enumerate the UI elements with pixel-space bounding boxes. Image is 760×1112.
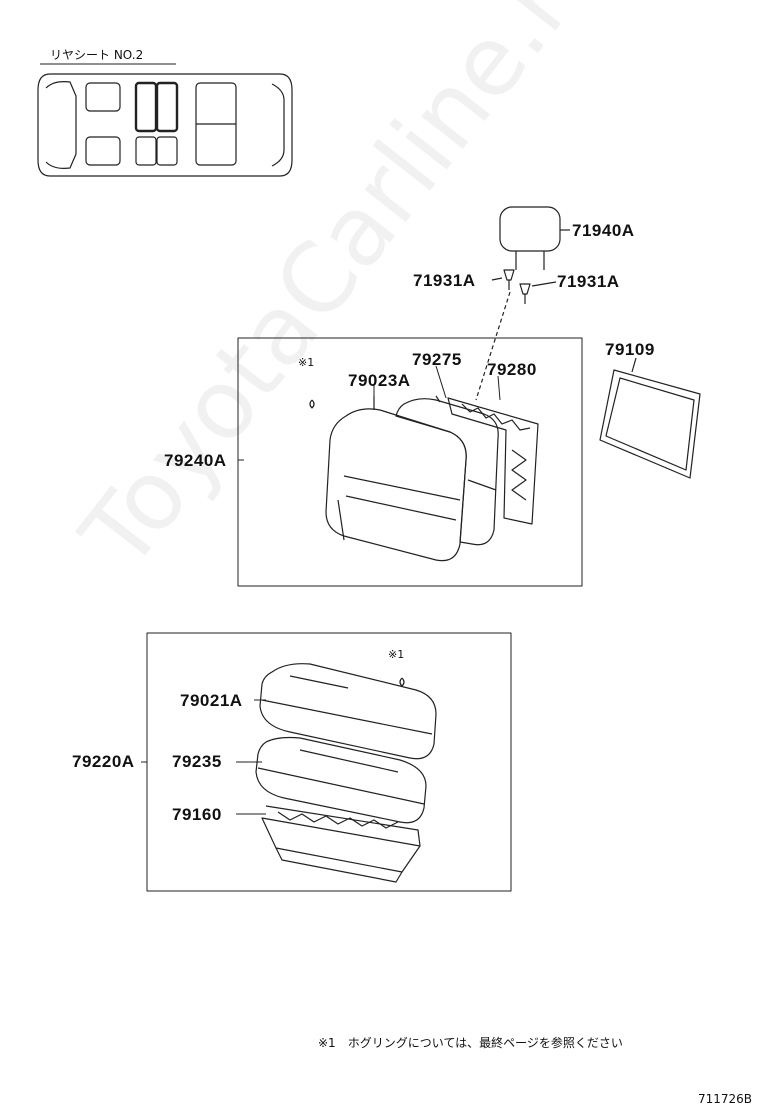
part-number-71931A-right: 71931A: [557, 272, 620, 291]
headrest-guide-shapes: [475, 269, 557, 401]
part-number-79160: 79160: [172, 805, 222, 824]
part-number-79240A: 79240A: [164, 451, 227, 470]
hog-ring-upper: [309, 399, 315, 409]
part-number-79280: 79280: [487, 360, 537, 379]
seatback-cover-shape: [325, 396, 467, 562]
footnote: ※1 ホグリングについては、最終ページを参照ください: [318, 1036, 623, 1050]
hog-ring-lower: [399, 677, 405, 687]
note-mark-upper: ※1: [298, 356, 315, 369]
part-number-71940A: 71940A: [572, 221, 635, 240]
part-number-79275: 79275: [412, 350, 462, 369]
vehicle-layout-icon: [37, 73, 293, 177]
cushion-pad-shape: [255, 736, 427, 824]
cushion-frame-shape: [261, 805, 421, 883]
cushion-cover-shape: [259, 663, 437, 760]
part-number-79109: 79109: [605, 340, 655, 359]
note-mark-lower: ※1: [388, 648, 405, 661]
seatback-pad-shape: [395, 395, 499, 546]
part-number-79021A: 79021A: [180, 691, 243, 710]
diagram-code: 711726B: [697, 1092, 752, 1106]
part-number-79235: 79235: [172, 752, 222, 771]
back-board-shape: [599, 357, 701, 479]
seatback-frame-shape: [447, 397, 539, 525]
part-number-79023A: 79023A: [348, 371, 411, 390]
seat-location-label: リヤシート NO.2: [50, 48, 144, 62]
part-number-71931A-left: 71931A: [413, 271, 476, 290]
part-number-79220A: 79220A: [72, 752, 135, 771]
headrest-shape: [499, 206, 570, 270]
